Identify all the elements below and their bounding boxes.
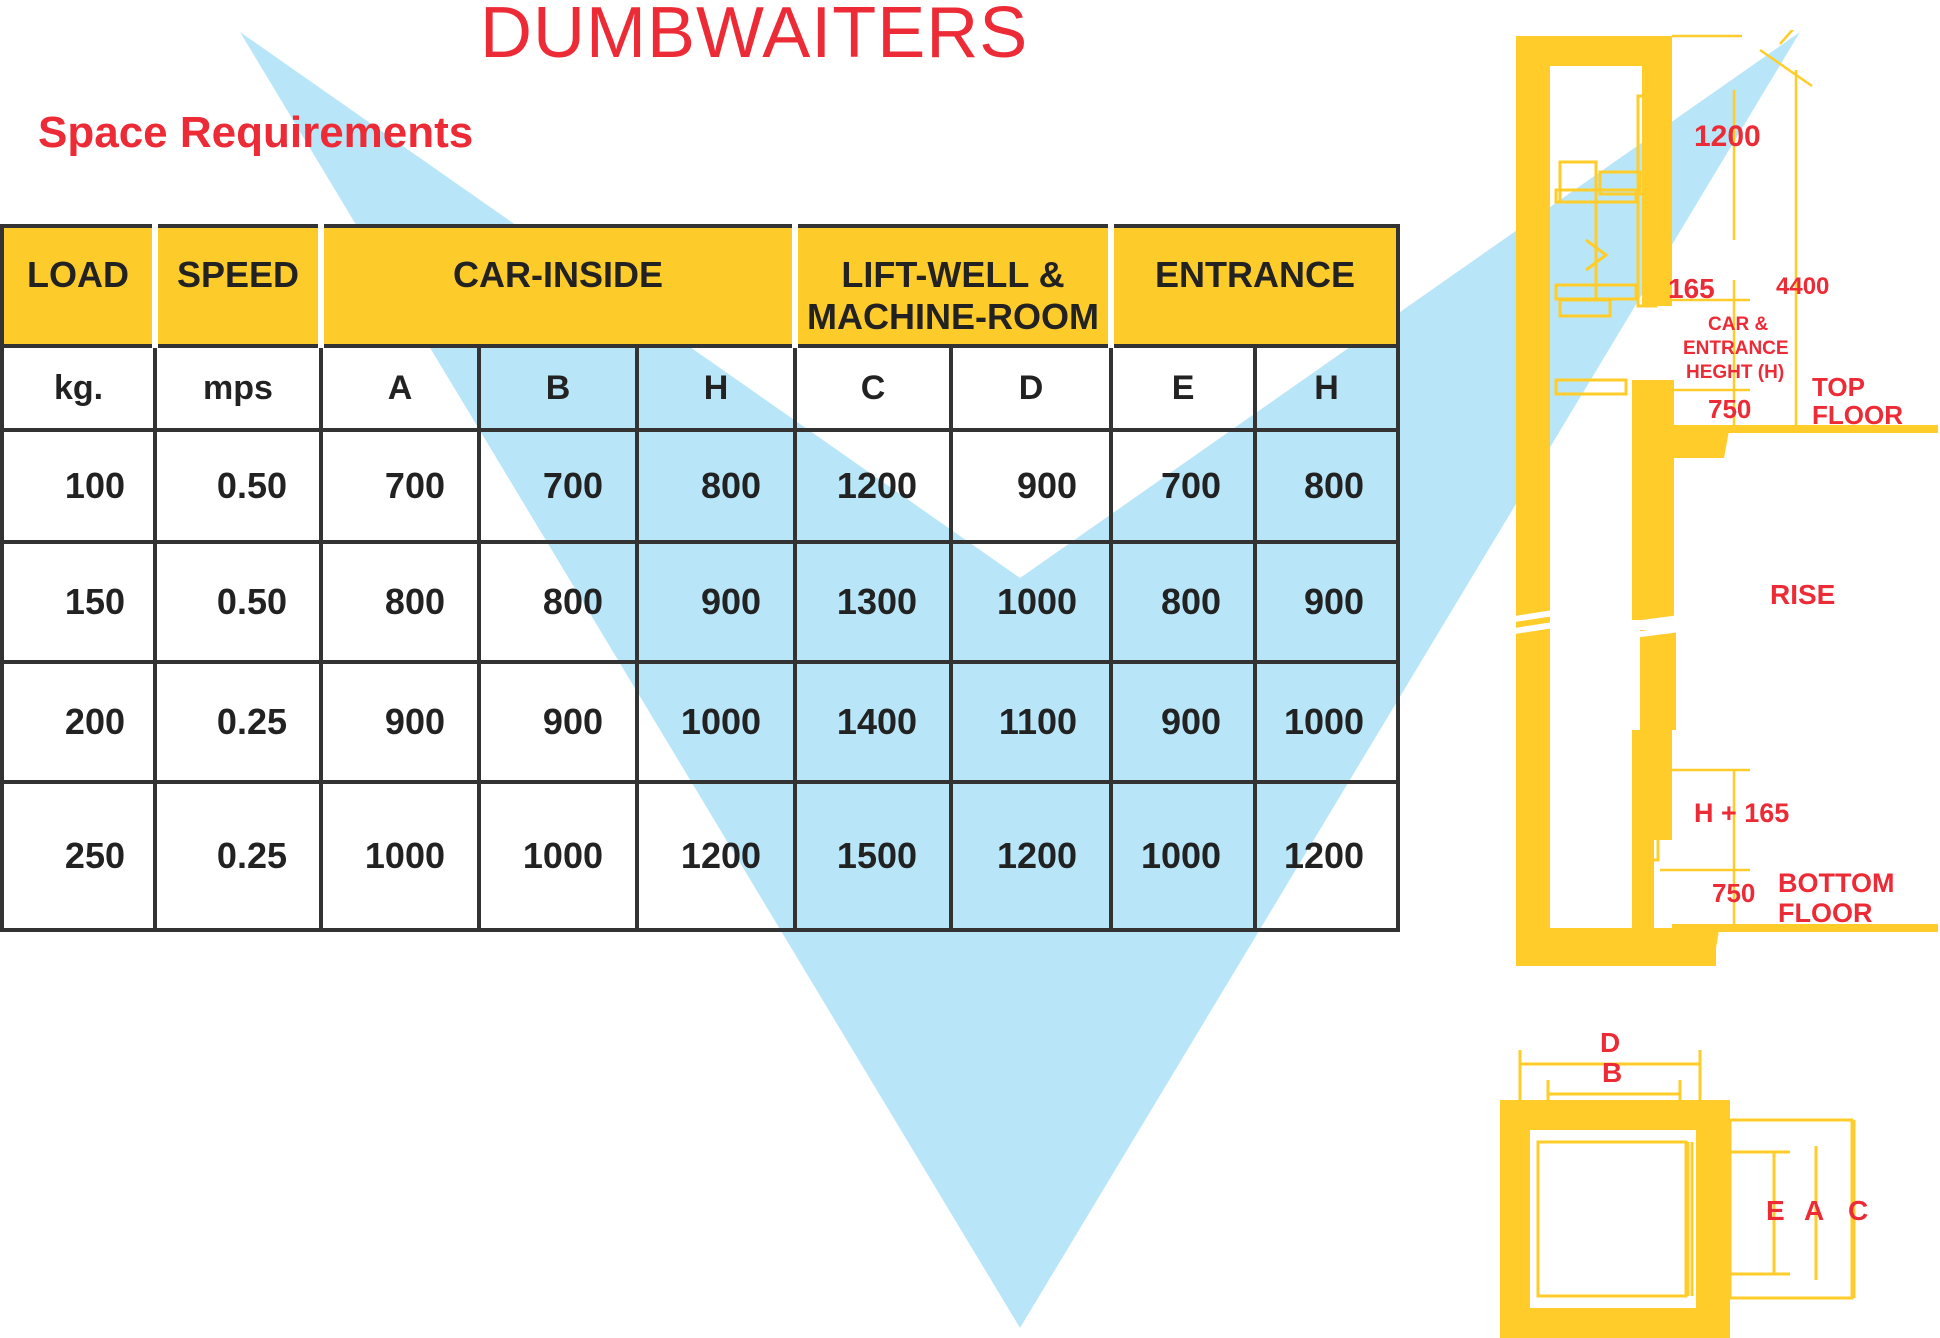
dim-750-bottom: 750 [1712,878,1755,908]
bottom-floor-label-line2: FLOOR [1778,898,1873,928]
table-cell: 1200 [1253,780,1401,932]
table-cell: 1000 [1109,780,1258,932]
header-lift-well-line1: LIFT-WELL & [841,254,1065,295]
header-lift-well: LIFT-WELL & MACHINE-ROOM [792,224,1115,348]
table-cell: 1500 [793,780,954,932]
table-cell: 1300 [793,540,954,664]
table-row: 200 0.25 900 900 1000 1400 1100 900 1000 [0,660,1401,784]
table-cell: 700 [477,428,639,544]
shaft-section-view: 1200 165 4400 CAR & ENTRANCE HEGHT (H) 7… [1507,30,1938,966]
shaft-diagram: 1200 165 4400 CAR & ENTRANCE HEGHT (H) 7… [1500,30,1938,1338]
table-cell: 800 [1109,540,1258,664]
header-car-inside: CAR-INSIDE [317,224,799,348]
table-cell: 900 [319,660,481,784]
page-title: DUMBWAITERS [480,0,1029,73]
plan-dim-a: A [1804,1195,1824,1226]
unit-cell: H [634,344,798,432]
top-floor-label-line1: TOP [1812,372,1865,402]
table-cell: 100 [0,428,157,544]
top-floor-label-line2: FLOOR [1812,400,1903,430]
table-row: 250 0.25 1000 1000 1200 1500 1200 1000 1… [0,780,1401,932]
table-cell: 1200 [949,780,1114,932]
table-cell: 900 [1253,540,1401,664]
dim-1200: 1200 [1694,120,1761,153]
table-row: 100 0.50 700 700 800 1200 900 700 800 [0,428,1401,544]
shaft-plan-view: D B E A C [1500,1027,1868,1338]
table-cell: 800 [1253,428,1401,544]
table-group-header-row: LOAD SPEED CAR-INSIDE LIFT-WELL & MACHIN… [0,224,1401,348]
rise-label: RISE [1770,579,1835,610]
table-cell: 900 [1109,660,1258,784]
table-units-row: kg. mps A B H C D E H [0,344,1401,432]
table-cell: 1000 [634,660,798,784]
table-cell: 1400 [793,660,954,784]
table-cell: 800 [634,428,798,544]
space-requirements-table: LOAD SPEED CAR-INSIDE LIFT-WELL & MACHIN… [0,224,1401,932]
table-row: 150 0.50 800 800 900 1300 1000 800 900 [0,540,1401,664]
dim-750-top: 750 [1708,394,1751,424]
table-cell: 900 [634,540,798,664]
table-cell: 1000 [949,540,1114,664]
table-cell: 150 [0,540,157,664]
car-height-label-line3: HEGHT (H) [1686,362,1784,383]
table-cell: 1200 [634,780,798,932]
table-cell: 250 [0,780,157,932]
unit-cell: B [477,344,639,432]
table-cell: 900 [477,660,639,784]
unit-cell: E [1109,344,1258,432]
dim-165: 165 [1668,273,1715,304]
dim-4400: 4400 [1776,273,1829,300]
header-speed: SPEED [152,224,324,348]
table-cell: 0.50 [153,428,323,544]
table-cell: 700 [319,428,481,544]
section-subtitle: Space Requirements [38,108,474,157]
table-cell: 700 [1109,428,1258,544]
table-cell: 0.25 [153,780,323,932]
header-lift-well-line2: MACHINE-ROOM [807,296,1100,337]
car-height-label-line1: CAR & [1708,314,1768,335]
table-cell: 1000 [319,780,481,932]
plan-dim-c: C [1848,1195,1868,1226]
dim-h-plus-165: H + 165 [1694,798,1789,828]
table-cell: 0.50 [153,540,323,664]
unit-cell: C [793,344,954,432]
unit-cell: H [1253,344,1401,432]
unit-cell: kg. [0,344,157,432]
table-cell: 1000 [477,780,639,932]
unit-cell: mps [153,344,323,432]
car-height-label-line2: ENTRANCE [1683,338,1789,359]
unit-cell: D [949,344,1114,432]
table-cell: 900 [949,428,1114,544]
plan-dim-d: D [1600,1027,1620,1058]
table-cell: 800 [477,540,639,664]
table-cell: 1200 [793,428,954,544]
table-cell: 0.25 [153,660,323,784]
unit-cell: A [319,344,481,432]
table-cell: 800 [319,540,481,664]
plan-dim-b: B [1602,1057,1622,1088]
table-cell: 200 [0,660,157,784]
table-cell: 1000 [1253,660,1401,784]
bottom-floor-label-line1: BOTTOM [1778,868,1895,898]
header-entrance: ENTRANCE [1108,224,1401,348]
header-load: LOAD [0,224,158,348]
table-cell: 1100 [949,660,1114,784]
plan-dim-e: E [1766,1195,1785,1226]
